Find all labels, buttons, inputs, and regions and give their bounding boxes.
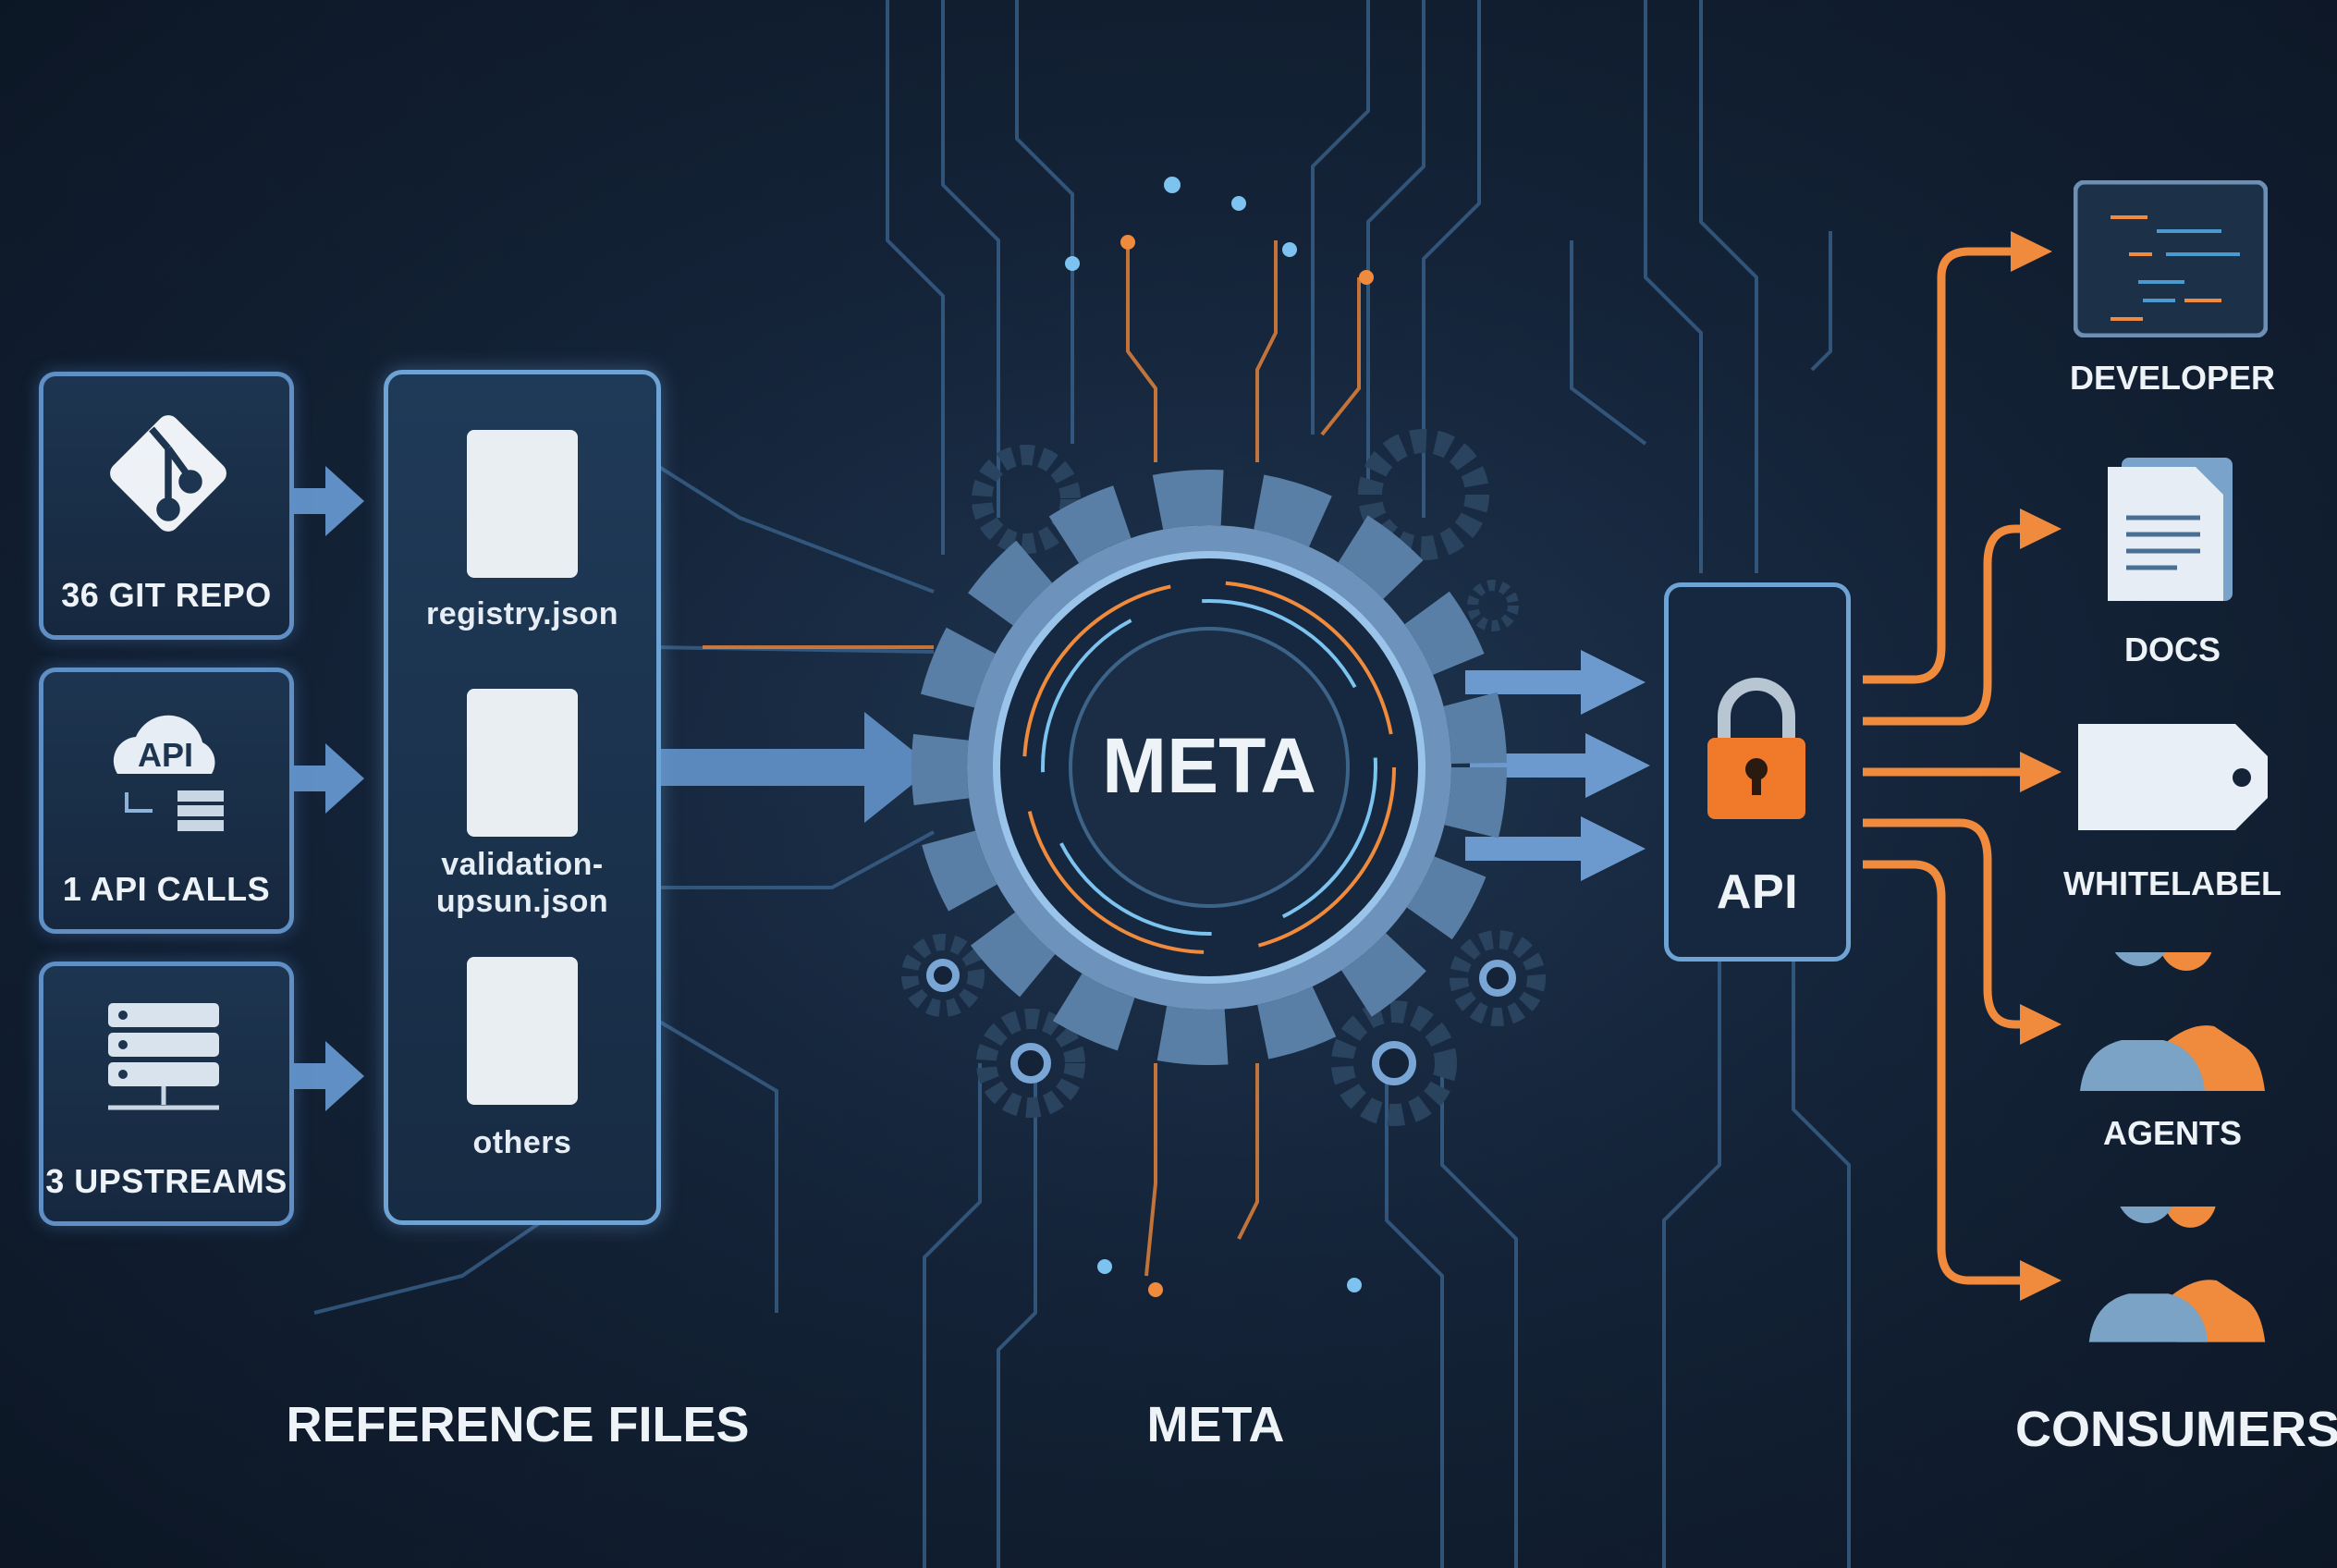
file-label-registry: registry.json — [425, 596, 619, 631]
file-label-validation: validation- upsun.json — [435, 847, 609, 919]
users-icon — [2080, 952, 2265, 1091]
meta-core-label: META — [1102, 722, 1316, 809]
api-cloud-icon: API — [113, 715, 224, 831]
section-label-reference-files: REFERENCE FILES — [286, 1397, 750, 1452]
consumer-label-whitelabel: WHITELABEL — [2063, 864, 2282, 902]
api-label: API — [1716, 865, 1799, 919]
file-icon — [467, 430, 578, 578]
source-label: 3 UPSTREAMS — [45, 1162, 288, 1200]
source-label: 36 GIT REPO — [61, 576, 272, 614]
source-label: 1 API CALLS — [62, 870, 271, 908]
file-label-others: others — [472, 1125, 572, 1160]
source-git-repo: 36 GIT REPO — [39, 372, 294, 640]
api-panel: API — [1664, 582, 1851, 962]
source-api-calls: API 1 API CALLS — [39, 668, 294, 934]
files-to-meta-arrow — [652, 712, 934, 823]
section-label-consumers: CONSUMERS — [2015, 1402, 2337, 1457]
consumer-label-agents: AGENTS — [2102, 1114, 2242, 1152]
file-icon — [467, 689, 578, 837]
file-icon — [467, 957, 578, 1105]
reference-files-panel: registry.json validation- upsun.json oth… — [384, 370, 661, 1225]
lock-icon — [1707, 678, 1805, 819]
users-icon — [2088, 1207, 2266, 1342]
server-icon — [108, 1003, 219, 1110]
tag-icon — [2078, 724, 2268, 830]
svg-text:API: API — [138, 736, 193, 774]
document-icon — [2108, 458, 2233, 601]
section-label-meta: META — [1146, 1397, 1285, 1452]
source-upstreams: 3 UPSTREAMS — [39, 962, 294, 1226]
git-icon — [110, 415, 226, 532]
consumer-label-docs: DOCS — [2123, 631, 2221, 668]
consumer-label-developer: DEVELOPER — [2069, 359, 2276, 397]
meta-gear — [912, 470, 1507, 1065]
code-window-icon — [2074, 180, 2268, 337]
